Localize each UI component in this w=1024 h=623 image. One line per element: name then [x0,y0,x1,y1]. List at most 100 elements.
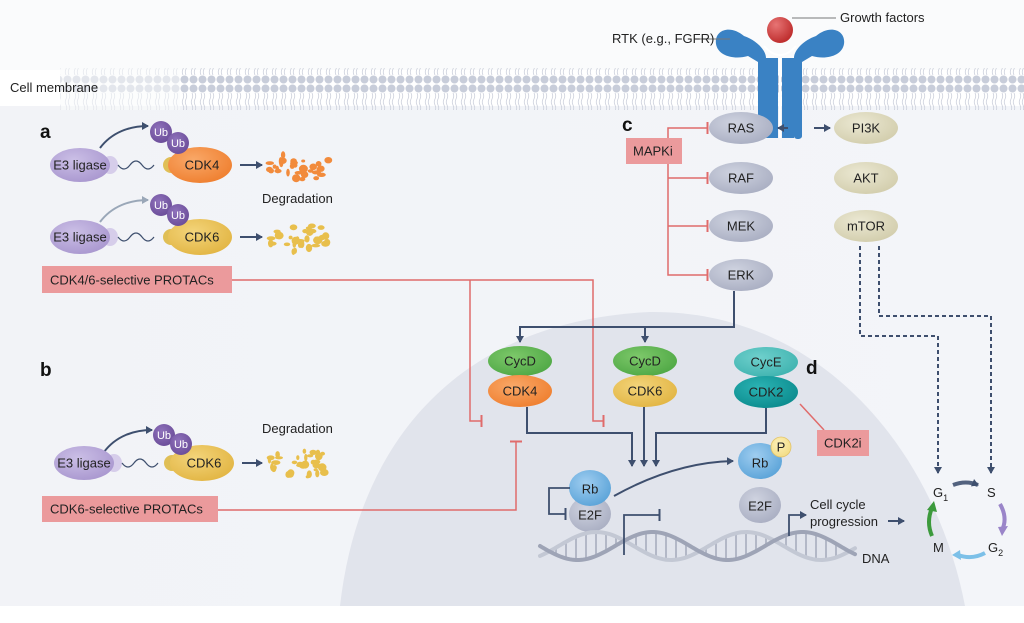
e3-ligase [54,446,114,480]
raf-label: RAF [728,171,754,186]
fragment [270,465,275,470]
erk-label: ERK [728,268,755,283]
e2f-bound-label: E2F [578,508,602,523]
raf-node [709,162,773,194]
mek-label: MEK [727,219,756,234]
fragment [291,248,296,255]
panel-label-b: b [40,360,52,381]
cdk46-protacs-label: CDK4/6-selective PROTACs [50,273,214,288]
fragment [285,471,291,478]
panel-label-d: d [806,358,818,379]
fragment [275,456,283,460]
rb-bound-label: Rb [582,482,599,497]
rb-e2f-complex: E2F Rb [548,470,611,532]
inhibition-line-cdk4-from-cdk6-protacs [218,440,522,511]
ubiquitin-1 [150,121,172,143]
ubiquitin-2 [167,204,189,226]
growth-factors-label: Growth factors [840,10,925,25]
cdk46-protacs-box [42,266,232,293]
fragment [301,460,310,469]
erk-node [709,259,773,291]
rb-phosphorylated-label: Rb [752,456,769,471]
fragment [307,169,314,173]
e2f-free-label: E2F [748,499,772,514]
fragment [304,235,310,243]
phosphate-group [770,436,792,458]
protac-complex-cdk6: E3 ligase CDK6 Ub Ub [50,194,331,255]
active-promoter-arrow [788,511,807,536]
fragment [296,461,304,466]
ras-label: RAS [728,121,755,136]
protac-linker [121,458,159,468]
fragment [290,161,296,165]
ubiquitin-1-label: Ub [154,127,168,139]
inhibition-line-cdk2 [799,403,825,431]
fragment [273,229,281,234]
phase-m: M [933,540,944,555]
ubiquitination-arrow [103,426,153,453]
fragment [294,171,303,175]
erk-branch-line [520,291,735,328]
fragment [265,161,274,166]
dna-label: DNA [862,551,890,566]
e3-ligase [50,220,110,254]
fragment [311,243,321,248]
phase-g2: G2 [988,540,1003,558]
rb-phosphorylation-arrow [613,457,734,497]
fragment [297,242,303,248]
fragment [302,448,307,454]
fragment [315,161,322,167]
ubiquitination-arrow [99,196,149,223]
fragment [315,469,320,478]
fragment [306,227,313,236]
repressed-promoter [623,509,661,555]
ubiquitin-2-label: Ub [174,439,188,451]
mapki-box [626,138,682,164]
cycd-label: CycD [504,354,536,369]
mapki-label: MAPKi [633,144,673,159]
degradation-label-a: Degradation [262,191,333,206]
ubiquitin-1-label: Ub [154,200,168,212]
degraded-cdk6-fragments [266,448,329,479]
cdk2i-box [817,430,869,456]
ubiquitin-2 [167,132,189,154]
cell-membrane-label: Cell membrane [10,80,98,95]
mtor-to-s-dotted-arrow [878,246,995,474]
fragment [317,225,325,230]
cdk4-node [488,375,552,407]
fragment [301,159,306,163]
fragment [315,452,323,461]
fragment [280,151,286,159]
fragment [291,460,298,465]
cdk6-protacs-label: CDK6-selective PROTACs [50,502,203,517]
fragment [304,453,308,462]
e3-ligase-label: E3 ligase [53,230,106,245]
growth-factor-ligand [767,17,793,43]
cdk6-node [613,375,677,407]
cdk6-label: CDK6 [628,384,663,399]
e3-ligase [50,148,110,182]
fragment [283,242,291,247]
ubiquitin-1-label: Ub [157,430,171,442]
fragment [292,241,297,248]
cdk4-target-label: CDK4 [185,158,220,173]
cycd-node [613,346,677,376]
fragment [309,163,318,171]
cycd-label: CycD [629,354,661,369]
fragment [266,166,273,173]
degraded-cdk4-fragments [265,151,333,183]
fragment [323,238,331,246]
cyce-label: CycE [750,355,781,370]
fragment [266,236,276,241]
fragment [295,239,305,243]
fragment [313,176,320,181]
ubiquitin-2-label: Ub [171,210,185,222]
phase-s: S [987,485,996,500]
cdk6-target-label: CDK6 [185,230,220,245]
cell-cycle-progression-line2: progression [810,514,878,529]
cycd-node [488,346,552,376]
fragment [296,455,300,460]
degradation-label-b: Degradation [262,421,333,436]
